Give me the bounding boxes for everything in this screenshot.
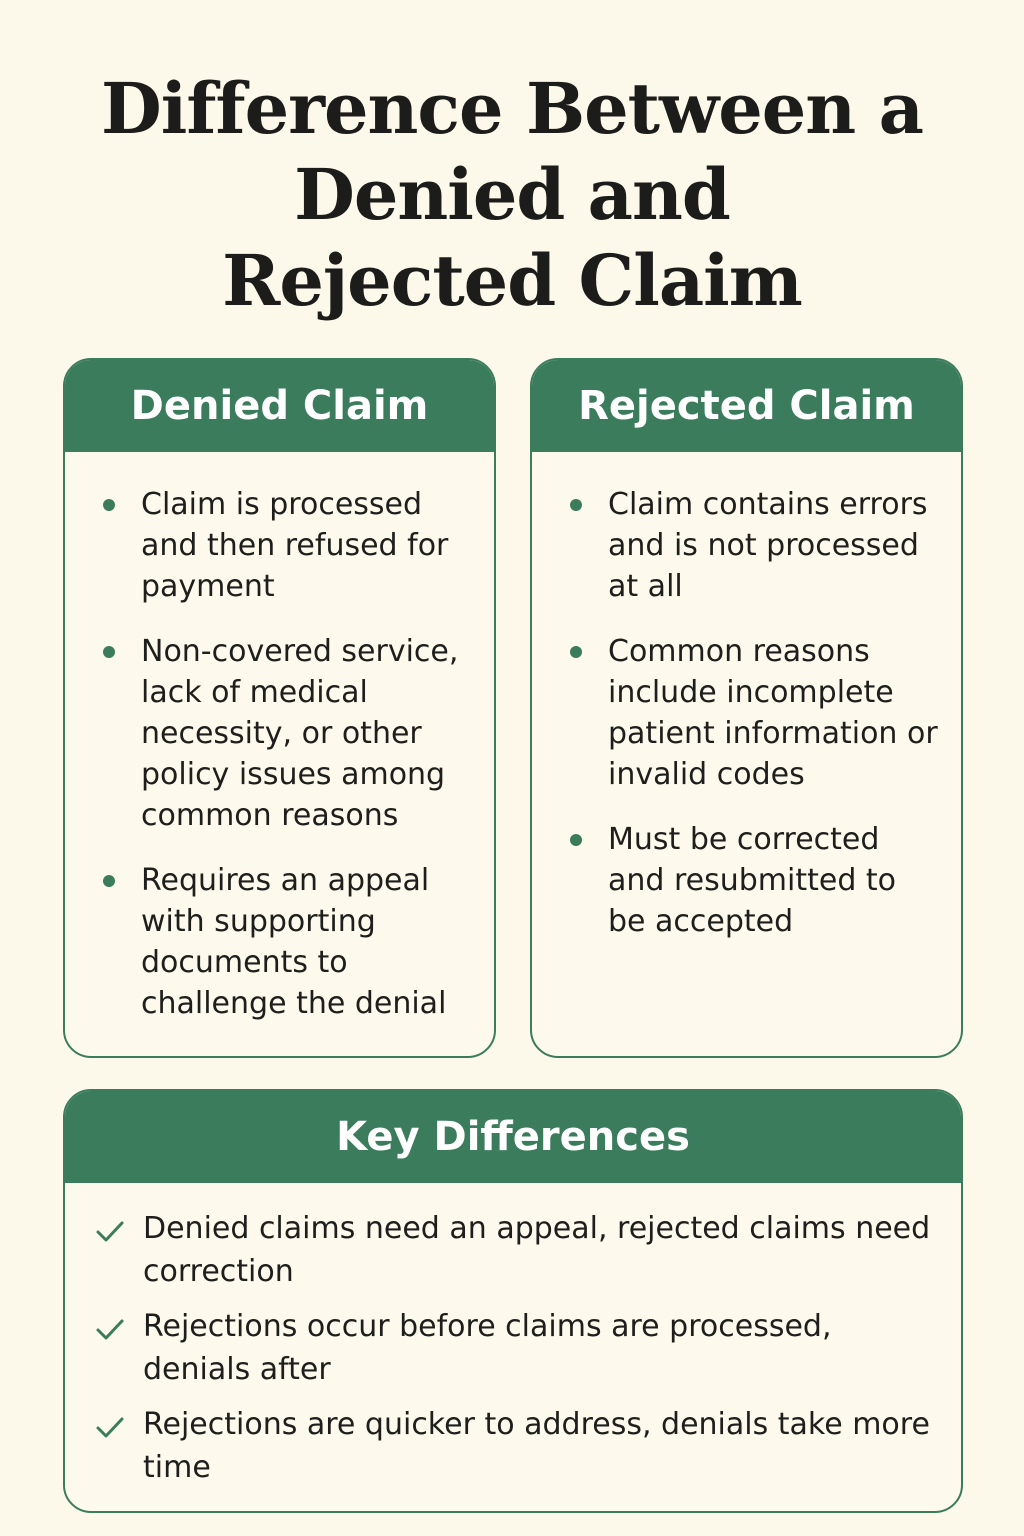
list-item-text: Rejections occur before claims are proce…	[143, 1309, 832, 1387]
title-line-2: Denied and	[294, 153, 731, 236]
list-item: Rejections are quicker to address, denia…	[95, 1403, 941, 1489]
check-icon	[96, 1221, 124, 1242]
list-item-text: Must be corrected and resubmitted to be …	[608, 822, 897, 939]
denied-claim-heading: Denied Claim	[65, 360, 494, 452]
rejected-claim-heading: Rejected Claim	[532, 360, 961, 452]
rejected-claim-list: Claim contains errors and is not process…	[532, 452, 961, 942]
list-item-text: Requires an appeal with supporting docum…	[141, 863, 447, 1021]
list-item: Claim is processed and then refused for …	[103, 484, 474, 607]
page-title: Difference Between a Denied and Rejected…	[0, 66, 1024, 324]
dot-bullet-icon	[103, 875, 115, 887]
title-line-1: Difference Between a	[101, 67, 924, 150]
dot-bullet-icon	[103, 499, 115, 511]
list-item: Rejections occur before claims are proce…	[95, 1305, 941, 1391]
list-item: Claim contains errors and is not process…	[570, 484, 941, 607]
dot-bullet-icon	[570, 646, 582, 658]
key-differences-heading: Key Differences	[65, 1091, 961, 1183]
denied-claim-card: Denied Claim Claim is processed and then…	[63, 358, 496, 1058]
dot-bullet-icon	[103, 646, 115, 658]
list-item: Common reasons include incomplete patien…	[570, 631, 941, 795]
denied-claim-list: Claim is processed and then refused for …	[65, 452, 494, 1024]
check-icon	[96, 1319, 124, 1340]
check-icon	[96, 1417, 124, 1438]
key-differences-card: Key Differences Denied claims need an ap…	[63, 1089, 963, 1513]
key-differences-list: Denied claims need an appeal, rejected c…	[65, 1183, 961, 1489]
list-item-text: Common reasons include incomplete patien…	[608, 634, 938, 792]
list-item-text: Claim is processed and then refused for …	[141, 487, 449, 604]
title-line-3: Rejected Claim	[222, 239, 803, 322]
dot-bullet-icon	[570, 834, 582, 846]
list-item: Requires an appeal with supporting docum…	[103, 860, 474, 1024]
list-item-text: Denied claims need an appeal, rejected c…	[143, 1211, 931, 1289]
dot-bullet-icon	[570, 499, 582, 511]
list-item-text: Rejections are quicker to address, denia…	[143, 1407, 930, 1485]
list-item-text: Non-covered service, lack of medical nec…	[141, 634, 459, 833]
rejected-claim-card: Rejected Claim Claim contains errors and…	[530, 358, 963, 1058]
list-item-text: Claim contains errors and is not process…	[608, 487, 928, 604]
list-item: Must be corrected and resubmitted to be …	[570, 819, 941, 942]
list-item: Denied claims need an appeal, rejected c…	[95, 1207, 941, 1293]
list-item: Non-covered service, lack of medical nec…	[103, 631, 474, 836]
